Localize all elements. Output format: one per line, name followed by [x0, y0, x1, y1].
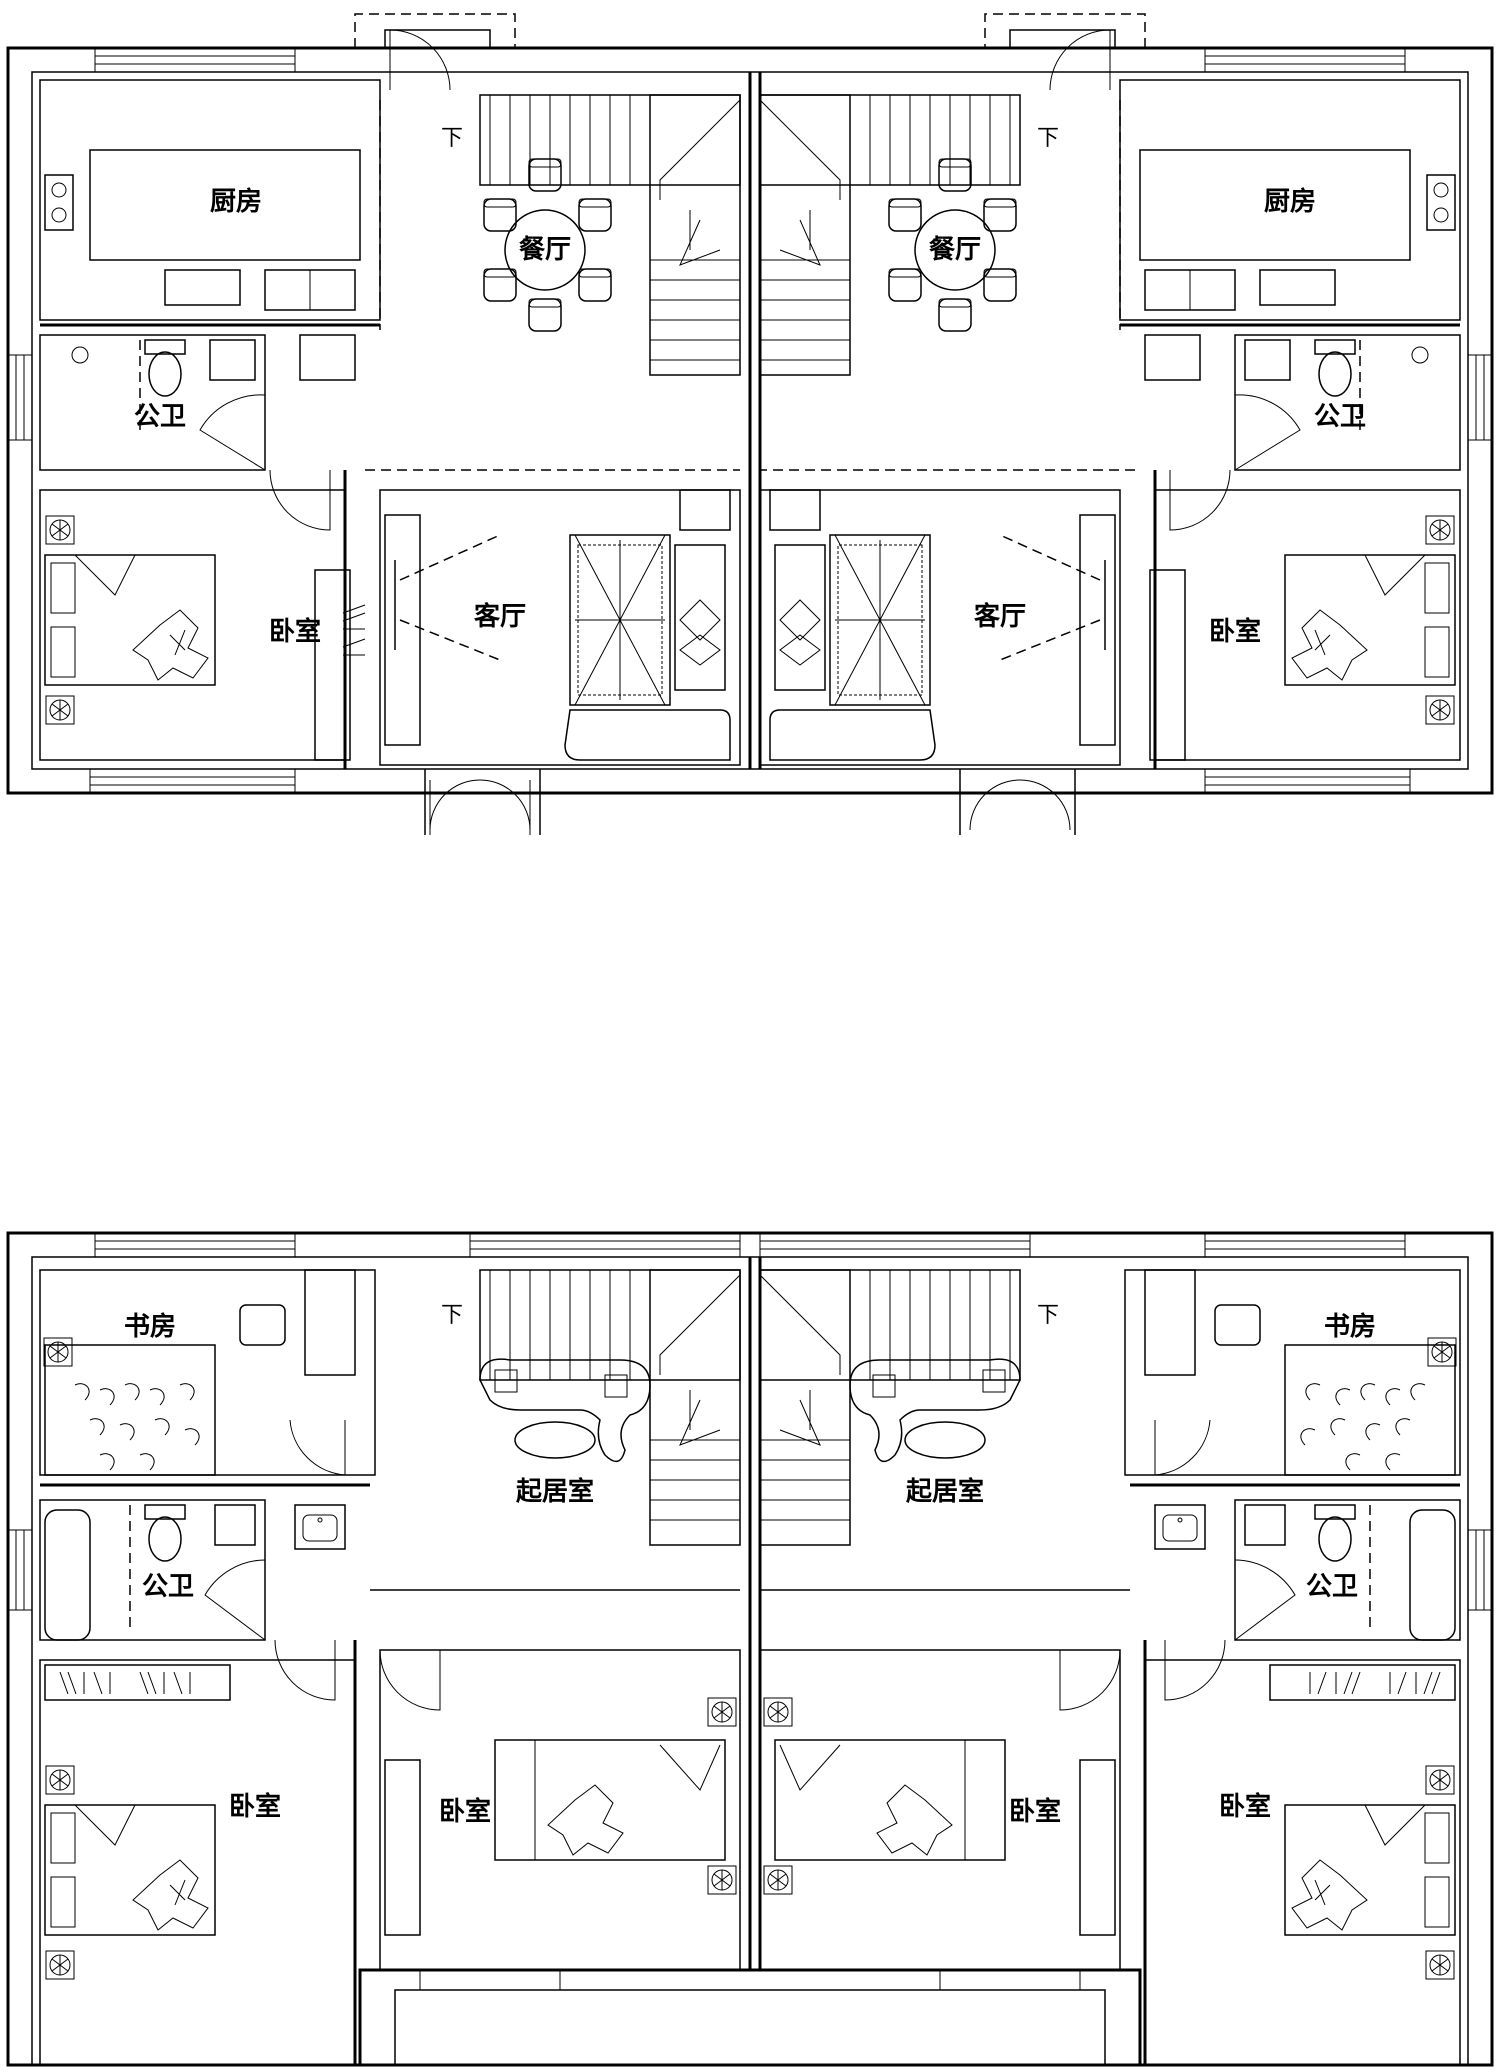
label-study-left: 书房	[124, 1312, 176, 1342]
label-stair-down-left: 下	[441, 126, 463, 151]
label-kitchen-right: 厨房	[1264, 187, 1316, 217]
label-bedroom-a-left: 卧室	[229, 1791, 281, 1822]
label-dining-right: 餐厅	[929, 235, 981, 265]
label-wc-right-upper: 公卫	[1306, 1572, 1358, 1602]
label-stair-down-left-upper: 下	[441, 1303, 463, 1328]
label-bedroom-left: 卧室	[269, 616, 321, 647]
label-living-right: 客厅	[974, 601, 1026, 632]
label-dining-left: 餐厅	[519, 235, 571, 265]
label-family-room-right: 起居室	[906, 1476, 984, 1507]
label-stair-down-right-upper: 下	[1037, 1303, 1059, 1328]
label-family-room-left: 起居室	[516, 1476, 594, 1507]
label-bedroom-b-right: 卧室	[1009, 1796, 1061, 1827]
label-living-left: 客厅	[474, 601, 526, 632]
ground-floor-plan: 厨房 餐厅 公卫 卧室 客厅 下 厨房 餐厅 公卫 卧室 客厅 下	[6, 13, 1494, 835]
upper-floor-plan: 书房 起居室 公卫 卧室 卧室 下 书房 起居室 公卫 卧室 卧室 下	[6, 1231, 1494, 2067]
label-wc-left: 公卫	[134, 402, 186, 432]
label-bedroom-right: 卧室	[1209, 616, 1261, 647]
label-wc-left-upper: 公卫	[142, 1572, 194, 1602]
label-bedroom-a-right: 卧室	[1219, 1791, 1271, 1822]
label-study-right: 书房	[1324, 1312, 1376, 1342]
label-bedroom-b-left: 卧室	[439, 1796, 491, 1827]
label-kitchen-left: 厨房	[210, 187, 262, 217]
label-wc-right: 公卫	[1314, 402, 1366, 432]
label-stair-down-right: 下	[1037, 126, 1059, 151]
